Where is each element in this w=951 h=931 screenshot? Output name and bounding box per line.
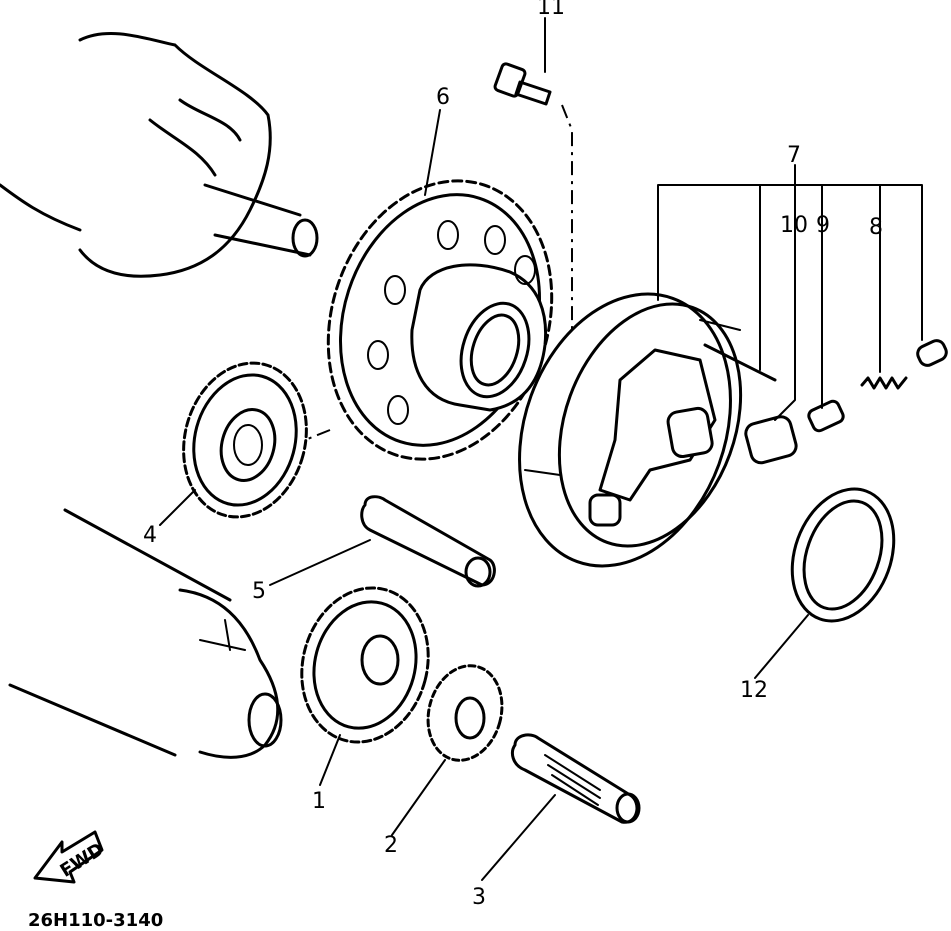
label-10: 10 — [780, 213, 808, 238]
starter-clutch — [518, 292, 743, 568]
gear-2 — [426, 664, 504, 762]
label-3: 3 — [472, 885, 486, 910]
label-12: 12 — [740, 678, 768, 703]
callout-bracket-7 — [657, 164, 923, 421]
bolt-11 — [493, 62, 552, 106]
diagram-code: 26H110-3140 — [28, 910, 163, 931]
shaft-3 — [511, 733, 641, 824]
fwd-arrow-icon: FWD — [33, 830, 108, 884]
leader-lines — [159, 17, 809, 881]
label-5: 5 — [252, 579, 266, 604]
label-1: 1 — [312, 789, 326, 814]
gear-4 — [182, 361, 308, 519]
label-9: 9 — [816, 213, 830, 238]
small-parts — [703, 339, 948, 465]
gear-1 — [300, 586, 430, 744]
crankshaft-sketch — [0, 32, 319, 278]
label-4: 4 — [143, 523, 157, 548]
shaft-5 — [360, 495, 496, 588]
label-7: 7 — [787, 143, 801, 168]
label-11: 11 — [537, 0, 565, 20]
gear-6 — [326, 179, 554, 461]
seal-12 — [790, 487, 896, 623]
label-6: 6 — [436, 85, 450, 110]
label-2: 2 — [384, 833, 398, 858]
label-8: 8 — [869, 215, 883, 240]
drive-housing — [8, 508, 283, 759]
